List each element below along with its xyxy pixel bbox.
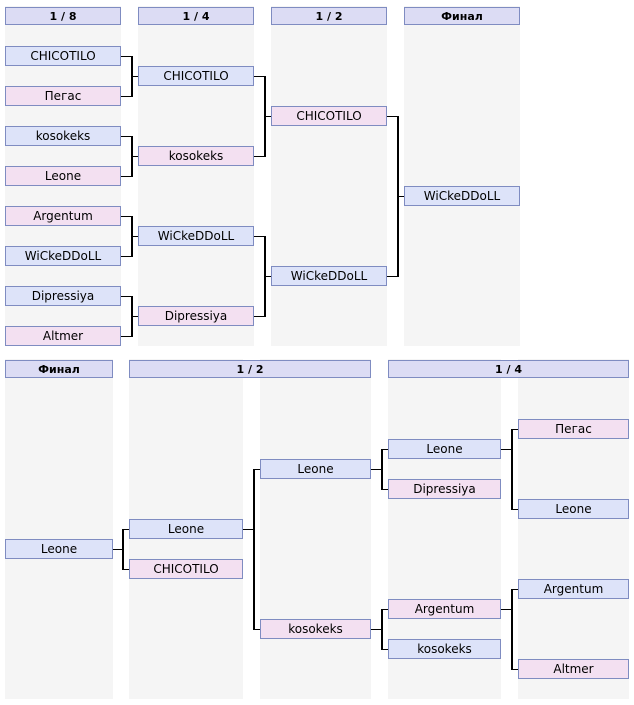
bracket-connector — [122, 529, 124, 570]
player-slot[interactable]: Leone — [5, 166, 121, 186]
bracket-connector — [243, 529, 254, 530]
bracket-connector — [132, 236, 138, 237]
player-slot[interactable]: Altmer — [5, 326, 121, 346]
player-slot[interactable]: kosokeks — [260, 619, 371, 639]
round-header: 1 / 2 — [129, 360, 371, 378]
player-slot[interactable]: Пегас — [518, 419, 629, 439]
bracket-connector — [512, 509, 518, 510]
bracket-connector — [121, 216, 132, 217]
bracket-connector — [121, 176, 132, 177]
bracket-connector — [254, 76, 265, 77]
bracket-connector — [254, 236, 265, 237]
player-slot[interactable]: Leone — [518, 499, 629, 519]
bracket-connector — [132, 76, 138, 77]
bracket-connector — [265, 276, 271, 277]
bracket-connector — [382, 489, 388, 490]
player-slot[interactable]: Argentum — [518, 579, 629, 599]
player-slot[interactable]: Dipressiya — [138, 306, 254, 326]
round-header: 1 / 4 — [138, 7, 254, 25]
bracket-connector — [254, 629, 260, 630]
bracket-connector — [121, 296, 132, 297]
player-slot[interactable]: Argentum — [5, 206, 121, 226]
bracket-connector — [254, 469, 260, 470]
bracket-connector — [501, 609, 512, 610]
bracket-connector — [113, 549, 122, 550]
column-bg — [260, 359, 371, 699]
player-slot[interactable]: Leone — [129, 519, 243, 539]
round-header: 1 / 4 — [388, 360, 629, 378]
bracket-connector — [512, 669, 518, 670]
player-slot[interactable]: Leone — [260, 459, 371, 479]
player-slot[interactable]: CHICOTILO — [271, 106, 387, 126]
bracket-connector — [511, 589, 513, 670]
player-slot[interactable]: kosokeks — [388, 639, 501, 659]
bracket-connector — [381, 609, 383, 650]
player-slot[interactable]: CHICOTILO — [129, 559, 243, 579]
bracket-connector — [398, 196, 404, 197]
bracket-connector — [382, 609, 388, 610]
round-header: 1 / 2 — [271, 7, 387, 25]
bracket-connector — [132, 316, 138, 317]
player-slot[interactable]: Altmer — [518, 659, 629, 679]
column-bg — [518, 359, 629, 699]
bracket-connector — [121, 256, 132, 257]
column-bg — [404, 6, 520, 346]
player-slot[interactable]: Leone — [388, 439, 501, 459]
column-bg — [138, 6, 254, 346]
bracket-connector — [371, 469, 382, 470]
bracket-connector — [121, 96, 132, 97]
round-header: Финал — [5, 360, 113, 378]
bracket-connector — [254, 316, 265, 317]
player-slot[interactable]: CHICOTILO — [5, 46, 121, 66]
column-bg — [5, 359, 113, 699]
round-header: Финал — [404, 7, 520, 25]
player-slot[interactable]: kosokeks — [138, 146, 254, 166]
bracket-connector — [501, 449, 512, 450]
bracket-connector — [387, 276, 398, 277]
bracket-connector — [121, 136, 132, 137]
player-slot[interactable]: Dipressiya — [5, 286, 121, 306]
round-header: 1 / 8 — [5, 7, 121, 25]
player-slot[interactable]: Пегас — [5, 86, 121, 106]
player-slot[interactable]: Dipressiya — [388, 479, 501, 499]
player-slot[interactable]: WiCkeDDoLL — [138, 226, 254, 246]
bracket-connector — [121, 336, 132, 337]
player-slot[interactable]: kosokeks — [5, 126, 121, 146]
bracket-connector — [123, 569, 129, 570]
bracket-connector — [512, 429, 518, 430]
column-bg — [271, 6, 387, 346]
bracket-connector — [265, 116, 271, 117]
player-slot[interactable]: WiCkeDDoLL — [404, 186, 520, 206]
bracket-connector — [253, 469, 255, 630]
bracket-connector — [121, 56, 132, 57]
bracket-connector — [254, 156, 265, 157]
bracket-connector — [382, 449, 388, 450]
player-slot[interactable]: CHICOTILO — [138, 66, 254, 86]
bracket-connector — [512, 589, 518, 590]
bracket-connector — [132, 156, 138, 157]
player-slot[interactable]: Leone — [5, 539, 113, 559]
player-slot[interactable]: Argentum — [388, 599, 501, 619]
player-slot[interactable]: WiCkeDDoLL — [271, 266, 387, 286]
bracket-connector — [381, 449, 383, 490]
bracket-connector — [387, 116, 398, 117]
bracket-connector — [123, 529, 129, 530]
bracket-connector — [371, 629, 382, 630]
bracket-connector — [511, 429, 513, 510]
bracket-connector — [382, 649, 388, 650]
player-slot[interactable]: WiCkeDDoLL — [5, 246, 121, 266]
